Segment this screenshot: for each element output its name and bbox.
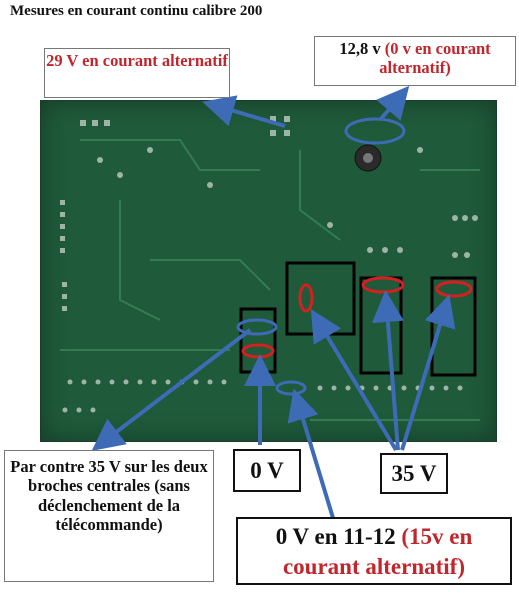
red-marker-right xyxy=(361,276,405,294)
red-marker-left xyxy=(241,343,275,359)
callout-0v-11-12-red: (15v en courant alternatif) xyxy=(282,524,473,579)
callout-0v-11-12: 0 V en 11-12 (15v en courant alternatif) xyxy=(236,517,512,585)
callout-35v-centre-pins-text: Par contre 35 V sur les deux broches cen… xyxy=(10,457,208,535)
arrow-bottom-center xyxy=(287,388,335,519)
arrow-top-right xyxy=(376,85,410,122)
callout-0v-text: 0 V xyxy=(250,458,284,483)
pcb-traces xyxy=(60,139,480,421)
red-marker-center xyxy=(298,283,314,313)
callout-29v: 29 V en courant alternatif xyxy=(44,48,230,98)
arrow-35v-c xyxy=(400,294,456,451)
blue-marker-top xyxy=(344,117,406,145)
pcb-details xyxy=(60,116,478,413)
blue-marker-left xyxy=(236,318,278,336)
callout-0v: 0 V xyxy=(233,449,301,492)
arrow-top-left xyxy=(202,95,286,128)
page-title: Mesures en courant continu calibre 200 xyxy=(10,3,263,19)
callout-35v-text: 35 V xyxy=(391,461,437,486)
callout-29v-text: 29 V en courant alternatif xyxy=(46,51,228,70)
callout-35v: 35 V xyxy=(380,453,448,494)
arrow-35v-a xyxy=(310,309,398,452)
arrow-bottom-left xyxy=(91,328,252,451)
callout-35v-centre-pins: Par contre 35 V sur les deux broches cen… xyxy=(4,450,214,582)
arrow-35v-b xyxy=(371,290,404,451)
annotation-arrows xyxy=(91,85,456,519)
callout-12v: 12,8 v (0 v en courant alternatif) xyxy=(314,36,516,86)
blue-marker-bottom xyxy=(275,380,307,396)
callout-12v-red: (0 v en courant alternatif) xyxy=(379,39,491,78)
red-marker-far-right xyxy=(435,280,473,298)
screw-head xyxy=(363,153,373,163)
callout-12v-black: 12,8 v xyxy=(339,39,385,58)
callout-0v-11-12-black: 0 V en 11-12 xyxy=(275,524,402,549)
